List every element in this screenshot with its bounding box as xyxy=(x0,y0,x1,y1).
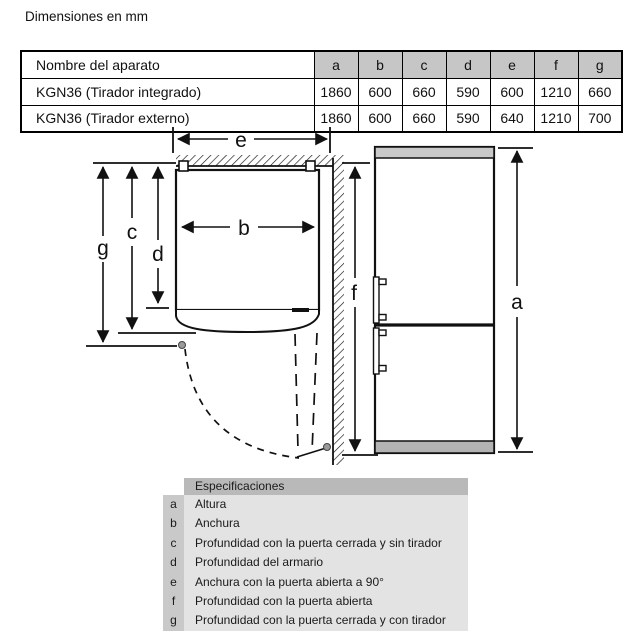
column-header-e: e xyxy=(489,50,535,79)
value-cell: 700 xyxy=(577,104,623,133)
legend-description: Anchura xyxy=(184,514,468,534)
legend-description: Altura xyxy=(184,495,468,515)
dim-label-a: a xyxy=(511,291,523,314)
fridge-bottom-strip xyxy=(374,440,495,454)
dimension-diagram: e b g c d f a xyxy=(86,127,533,465)
legend-description: Profundidad del armario xyxy=(184,553,468,573)
legend-row: e Anchura con la puerta abierta a 90° xyxy=(163,572,468,592)
fridge-top-view-cabinet xyxy=(174,168,321,312)
legend-key: d xyxy=(163,553,184,573)
value-cell: 660 xyxy=(401,104,447,133)
door-swing-arc xyxy=(184,348,300,459)
dim-label-b: b xyxy=(238,217,250,240)
legend-key: g xyxy=(163,611,184,631)
dim-label-e: e xyxy=(235,129,247,152)
legend-description: Profundidad con la puerta cerrada y sin … xyxy=(184,533,468,554)
value-cell: 600 xyxy=(357,77,403,106)
upper-door-handle xyxy=(372,276,387,324)
top-view xyxy=(86,127,378,465)
legend-row: c Profundidad con la puerta cerrada y si… xyxy=(163,533,468,554)
dimension-ticks xyxy=(86,127,378,456)
door-open-edge xyxy=(296,447,327,458)
value-cell: 1210 xyxy=(533,104,579,133)
column-header-c: c xyxy=(401,50,447,79)
legend-key: f xyxy=(163,591,184,612)
legend-key: b xyxy=(163,514,184,534)
page-title: Dimensiones en mm xyxy=(25,9,149,24)
legend-row: d Profundidad del armario xyxy=(163,553,468,573)
dimension-arrows xyxy=(96,132,362,453)
hinge-block-right xyxy=(305,160,316,172)
table-row: KGN36 (Tirador externo) 1860 600 660 590… xyxy=(20,104,623,133)
column-header-name: Nombre del aparato xyxy=(20,50,315,79)
specifications-legend: Especificaciones a Altura b Anchura c Pr… xyxy=(163,478,468,631)
lower-door-handle xyxy=(372,327,387,375)
door-open-outline xyxy=(294,332,318,453)
dimensions-table: Nombre del aparato a b c d e f g KGN36 (… xyxy=(20,50,623,133)
hinge-block-left xyxy=(178,160,189,172)
legend-key: a xyxy=(163,495,184,515)
column-header-b: b xyxy=(357,50,403,79)
legend-row: a Altura xyxy=(163,495,468,515)
legend-header-row: Especificaciones xyxy=(163,478,468,495)
legend-header-spacer xyxy=(163,478,184,495)
table-header-row: Nombre del aparato a b c d e f g xyxy=(20,50,623,79)
value-cell: 660 xyxy=(577,77,623,106)
fridge-top-strip xyxy=(374,146,495,159)
legend-row: f Profundidad con la puerta abierta xyxy=(163,591,468,612)
legend-description: Profundidad con la puerta abierta xyxy=(184,591,468,612)
front-view xyxy=(372,145,533,455)
column-header-d: d xyxy=(445,50,491,79)
table-row: KGN36 (Tirador integrado) 1860 600 660 5… xyxy=(20,77,623,106)
legend-key: c xyxy=(163,533,184,554)
dim-label-g: g xyxy=(97,237,109,260)
value-cell: 600 xyxy=(357,104,403,133)
legend-description: Profundidad con la puerta cerrada y con … xyxy=(184,611,468,631)
legend-row: b Anchura xyxy=(163,514,468,534)
appliance-name: KGN36 (Tirador integrado) xyxy=(20,77,315,106)
door-pivot-point xyxy=(178,341,186,349)
dim-label-c: c xyxy=(127,221,138,244)
dim-label-f: f xyxy=(351,282,357,305)
value-cell: 590 xyxy=(445,77,491,106)
fridge-door-closed xyxy=(175,310,320,334)
fridge-front-body xyxy=(373,145,496,455)
value-cell: 1210 xyxy=(533,77,579,106)
legend-row: g Profundidad con la puerta cerrada y co… xyxy=(163,611,468,631)
value-cell: 1860 xyxy=(313,77,359,106)
value-cell: 600 xyxy=(489,77,535,106)
door-open-contact-point xyxy=(323,443,331,451)
appliance-name: KGN36 (Tirador externo) xyxy=(20,104,315,133)
height-dimension xyxy=(498,147,533,453)
legend-description: Anchura con la puerta abierta a 90° xyxy=(184,572,468,592)
dim-label-d: d xyxy=(152,243,164,266)
legend-header: Especificaciones xyxy=(184,478,468,495)
legend-key: e xyxy=(163,572,184,592)
column-header-g: g xyxy=(577,50,623,79)
value-cell: 660 xyxy=(401,77,447,106)
column-header-f: f xyxy=(533,50,579,79)
value-cell: 640 xyxy=(489,104,535,133)
column-header-a: a xyxy=(313,50,359,79)
